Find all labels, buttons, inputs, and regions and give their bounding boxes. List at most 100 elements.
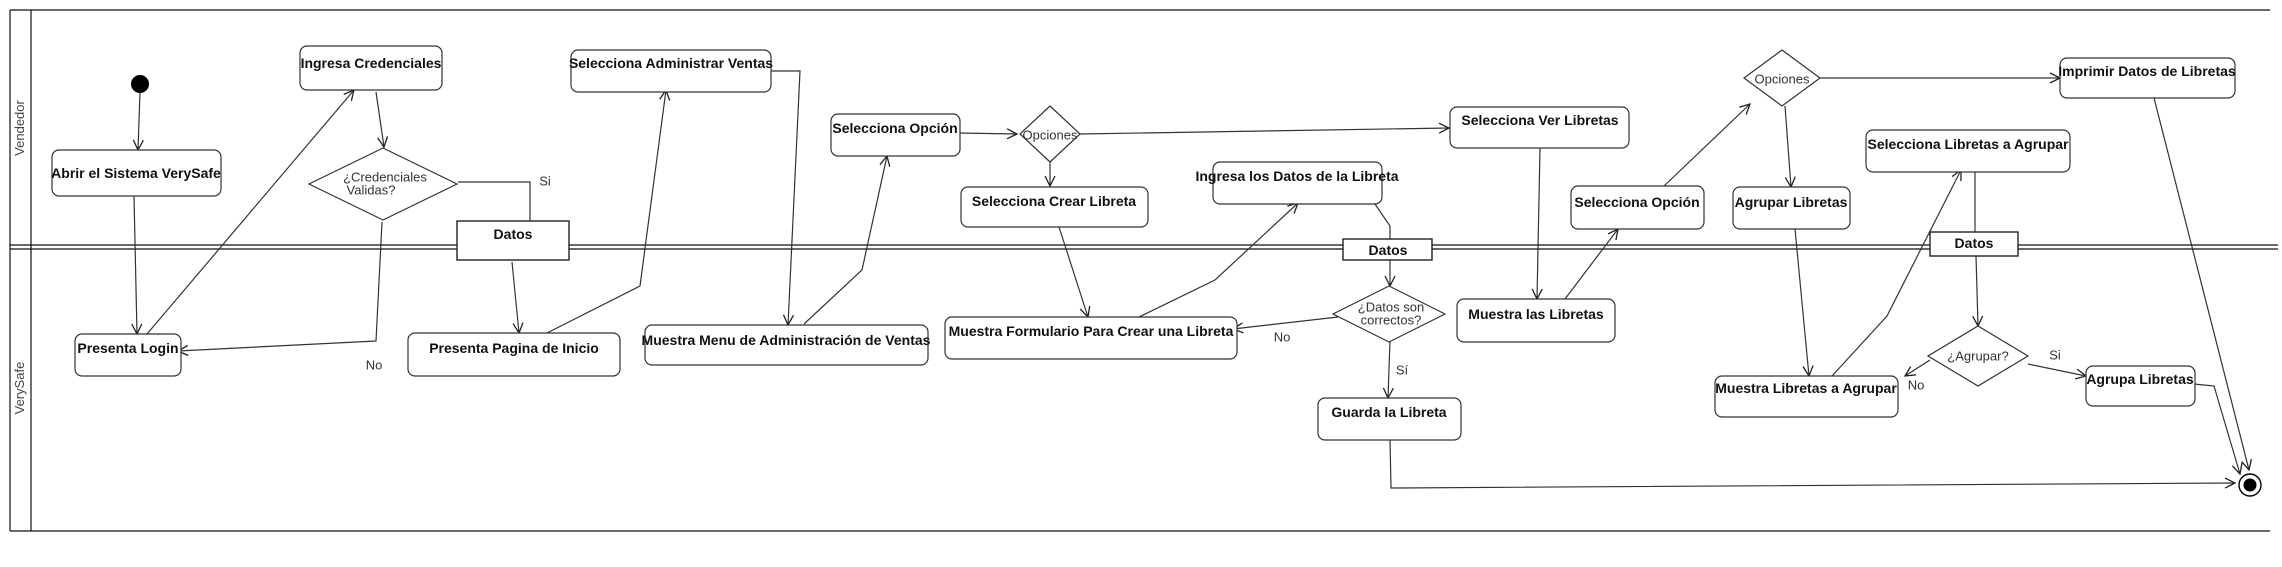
edge-decision-no-form — [1233, 316, 1339, 329]
label-presenta-login: Presenta Login — [77, 340, 178, 356]
guard-si-2: Sí — [1396, 363, 1409, 378]
decision-agrupar — [1926, 325, 2030, 387]
edge-seladmin-menu — [769, 70, 801, 325]
label-datos-obj-2: Datos — [1369, 242, 1408, 258]
decision-datos — [1331, 285, 1447, 343]
object-nodes — [456, 220, 2019, 261]
action-agrupar — [1732, 186, 1851, 230]
label-datos-1: ¿Datos son — [1358, 300, 1424, 315]
edge-datos-pagina — [511, 261, 519, 333]
action-imprimir — [2059, 57, 2236, 99]
guard-si-3: Si — [2049, 348, 2061, 363]
label-sel-opcion1: Selecciona Opción — [832, 120, 957, 136]
action-nodes — [51, 45, 2236, 441]
edge-selopcion-opciones2 — [1663, 104, 1750, 187]
label-opciones1: Opciones — [1023, 128, 1078, 143]
object-labels: Datos Datos Datos — [494, 226, 1994, 258]
edge-ingresa-datos — [1374, 203, 1391, 239]
label-agrupa: Agrupa Libretas — [2086, 371, 2194, 387]
decision-credenciales — [307, 147, 459, 221]
edge-login-cred — [146, 90, 354, 335]
edge-decision-no-login — [178, 221, 383, 351]
label-muestra-libretas: Muestra las Libretas — [1468, 306, 1604, 322]
edge-pagina-seladmin — [544, 90, 666, 335]
label-sel-admin: Selecciona Administrar Ventas — [569, 55, 773, 71]
edge-guarda-final — [1389, 439, 2235, 488]
label-agrupar-q: ¿Agrupar? — [1947, 349, 2008, 364]
label-datos-obj-1: Datos — [494, 226, 533, 242]
action-sel-admin — [570, 49, 772, 93]
action-sel-ver — [1449, 106, 1630, 149]
guard-no-1: No — [366, 358, 383, 373]
label-datos-2: correctos? — [1361, 313, 1422, 328]
decision-labels: ¿Credenciales Validas? Opciones ¿Datos s… — [343, 72, 2009, 364]
label-presenta-pagina: Presenta Pagina de Inicio — [429, 340, 599, 356]
edges — [134, 70, 2249, 488]
edge-decision-si-datos — [458, 181, 531, 221]
lane-label-verysafe: VerySafe — [12, 362, 27, 415]
action-sel-crear — [960, 186, 1149, 228]
label-agrupar: Agrupar Libretas — [1735, 194, 1848, 210]
decision-opciones2 — [1742, 49, 1822, 107]
edge-decision-si-guarda — [1388, 339, 1390, 398]
edge-imprimir-final — [2153, 97, 2249, 470]
final-node — [2238, 473, 2262, 497]
lane-label-vendedor: Vendedor — [12, 100, 27, 156]
object-datos-3 — [1929, 231, 2019, 257]
action-sel-agrupar — [1865, 129, 2071, 173]
object-datos-2 — [1342, 238, 1433, 261]
edge-selcrear-form — [1058, 226, 1088, 317]
edge-abrir-login — [134, 195, 137, 334]
action-guarda — [1317, 397, 1462, 441]
label-guarda: Guarda la Libreta — [1331, 404, 1446, 420]
edge-selopcion-opciones — [957, 133, 1017, 134]
label-ingresa-datos: Ingresa los Datos de la Libreta — [1195, 168, 1398, 184]
label-ingresa-cred: Ingresa Credenciales — [301, 55, 442, 71]
edge-muestra-selagrupar — [1831, 170, 1961, 377]
action-labels: Abrir el Sistema VerySafe Ingresa Creden… — [51, 55, 2236, 420]
guard-no-3: No — [1908, 378, 1925, 393]
action-muestra-form — [944, 316, 1238, 360]
action-muestra-menu — [644, 324, 929, 366]
label-opciones2: Opciones — [1755, 72, 1810, 87]
guard-si-1: Si — [539, 174, 551, 189]
action-abrir — [51, 149, 222, 197]
guard-labels: Si No No Sí No Si — [366, 174, 2061, 393]
edge-selver-muestra — [1537, 147, 1540, 299]
label-muestra-menu: Muestra Menu de Administración de Ventas — [642, 332, 931, 348]
label-datos-obj-3: Datos — [1955, 235, 1994, 251]
edge-datos-agrupar-q — [1976, 255, 1978, 326]
action-presenta-pagina — [407, 332, 621, 377]
label-abrir: Abrir el Sistema VerySafe — [51, 165, 221, 181]
decision-opciones1 — [1019, 105, 1081, 163]
guard-no-2: No — [1274, 330, 1291, 345]
initial-node — [131, 75, 149, 93]
swimlane-frame — [9, 9, 2278, 532]
edge-cred-decision — [375, 91, 384, 147]
action-presenta-login — [74, 333, 182, 377]
action-muestra-agrupar — [1714, 375, 1899, 418]
object-datos-1 — [456, 220, 570, 261]
label-sel-ver: Selecciona Ver Libretas — [1461, 112, 1618, 128]
edge-agrupar-q-no — [1905, 359, 1931, 376]
edge-agrupar-q-si — [2027, 363, 2086, 376]
label-muestra-agrupar: Muestra Libretas a Agrupar — [1715, 380, 1897, 396]
edge-form-ingresa — [1138, 203, 1298, 318]
label-muestra-form: Muestra Formulario Para Crear una Libret… — [949, 323, 1234, 339]
edge-muestra-selopcion — [1564, 229, 1618, 300]
decision-nodes — [307, 49, 2030, 387]
label-cred-2: Validas? — [347, 183, 396, 198]
edge-start-abrir — [138, 91, 140, 150]
action-ingresa-cred — [299, 45, 443, 91]
label-sel-crear: Selecciona Crear Libreta — [972, 193, 1136, 209]
edge-opciones-selver — [1079, 128, 1449, 135]
action-agrupa — [2085, 365, 2196, 407]
label-sel-agrupar: Selecciona Libretas a Agrupar — [1868, 136, 2070, 152]
edge-agrupar-muestra — [1794, 228, 1809, 376]
action-muestra-libretas — [1456, 298, 1616, 343]
action-sel-opcion2 — [1570, 185, 1705, 230]
label-imprimir: Imprimir Datos de Libretas — [2058, 63, 2236, 79]
label-cred-1: ¿Credenciales — [343, 170, 427, 185]
